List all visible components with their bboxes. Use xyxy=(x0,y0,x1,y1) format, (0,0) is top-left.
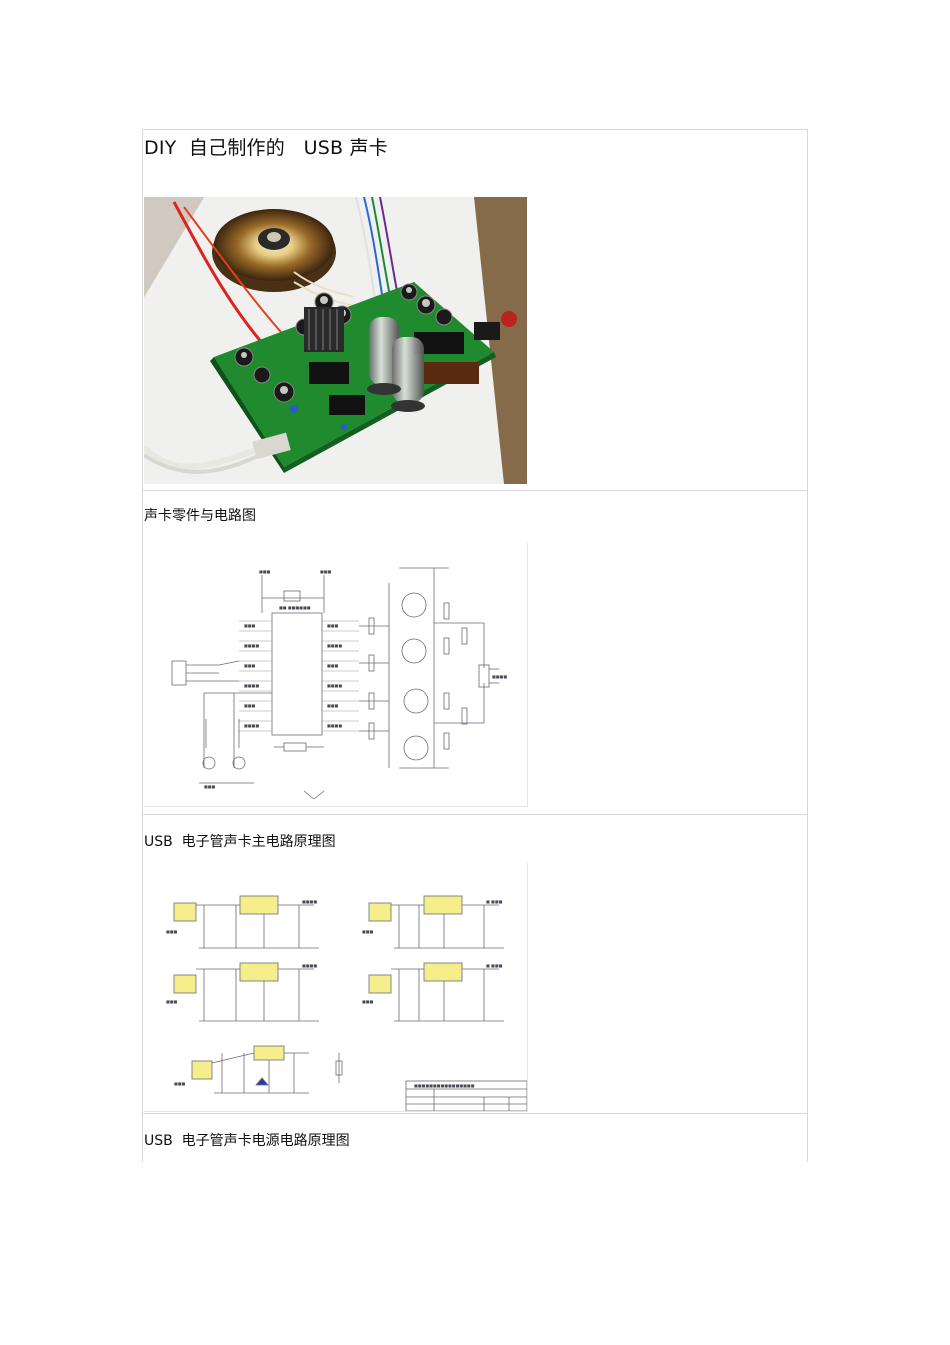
svg-text:■■■■: ■■■■ xyxy=(302,899,317,904)
caption-photo: 声卡零件与电路图 xyxy=(144,508,256,524)
page-title: DIY 自己制作的 USB 声卡 xyxy=(144,137,388,159)
svg-text:■■■: ■■■ xyxy=(320,569,332,574)
svg-text:■■■■: ■■■■ xyxy=(327,683,342,688)
main-circuit-schematic: ■■■■■■ ■■ ■■■■■■ ■■■■■■■ ■■■■■■■ ■■■■■■■… xyxy=(144,543,528,807)
svg-text:■■■■: ■■■■ xyxy=(327,723,342,728)
svg-text:■■■: ■■■ xyxy=(362,929,374,934)
svg-text:■■■■: ■■■■ xyxy=(244,643,259,648)
svg-text:■■■: ■■■ xyxy=(259,569,271,574)
svg-text:■■■■■■■■■■■■■■■■: ■■■■■■■■■■■■■■■■ xyxy=(414,1083,475,1088)
caption-power-schematic: USB 电子管声卡电源电路原理图 xyxy=(144,1133,350,1149)
svg-text:■■■: ■■■ xyxy=(174,1081,186,1086)
svg-text:■■■: ■■■ xyxy=(166,999,178,1004)
svg-text:■■■: ■■■ xyxy=(244,623,256,628)
svg-text:■■■: ■■■ xyxy=(204,784,216,789)
svg-text:■ ■■■: ■ ■■■ xyxy=(486,899,503,904)
power-circuit-schematic: ■■■■ ■ ■■■ ■■■■ ■ ■■■ ■■■■■■■■■■■■■■■■ ■■■… xyxy=(144,863,528,1112)
row-divider xyxy=(143,814,807,815)
svg-text:■■■: ■■■ xyxy=(362,999,374,1004)
svg-text:■ ■■■: ■ ■■■ xyxy=(486,963,503,968)
svg-text:■■■: ■■■ xyxy=(244,663,256,668)
svg-text:■■■: ■■■ xyxy=(327,663,339,668)
svg-text:■■■■: ■■■■ xyxy=(492,674,507,679)
document-table: DIY 自己制作的 USB 声卡 xyxy=(142,129,808,1162)
svg-text:■■■■: ■■■■ xyxy=(302,963,317,968)
svg-text:■■■■: ■■■■ xyxy=(327,643,342,648)
svg-text:■■ ■■■■■■: ■■ ■■■■■■ xyxy=(279,605,311,610)
svg-text:■■■: ■■■ xyxy=(166,929,178,934)
row-divider xyxy=(143,1113,807,1114)
svg-text:■■■■: ■■■■ xyxy=(244,723,259,728)
sound-card-photo xyxy=(144,197,527,484)
svg-text:■■■: ■■■ xyxy=(244,703,256,708)
row-divider xyxy=(143,490,807,491)
svg-text:■■■: ■■■ xyxy=(327,703,339,708)
svg-text:■■■: ■■■ xyxy=(327,623,339,628)
caption-main-schematic: USB 电子管声卡主电路原理图 xyxy=(144,834,336,850)
svg-text:■■■■: ■■■■ xyxy=(244,683,259,688)
